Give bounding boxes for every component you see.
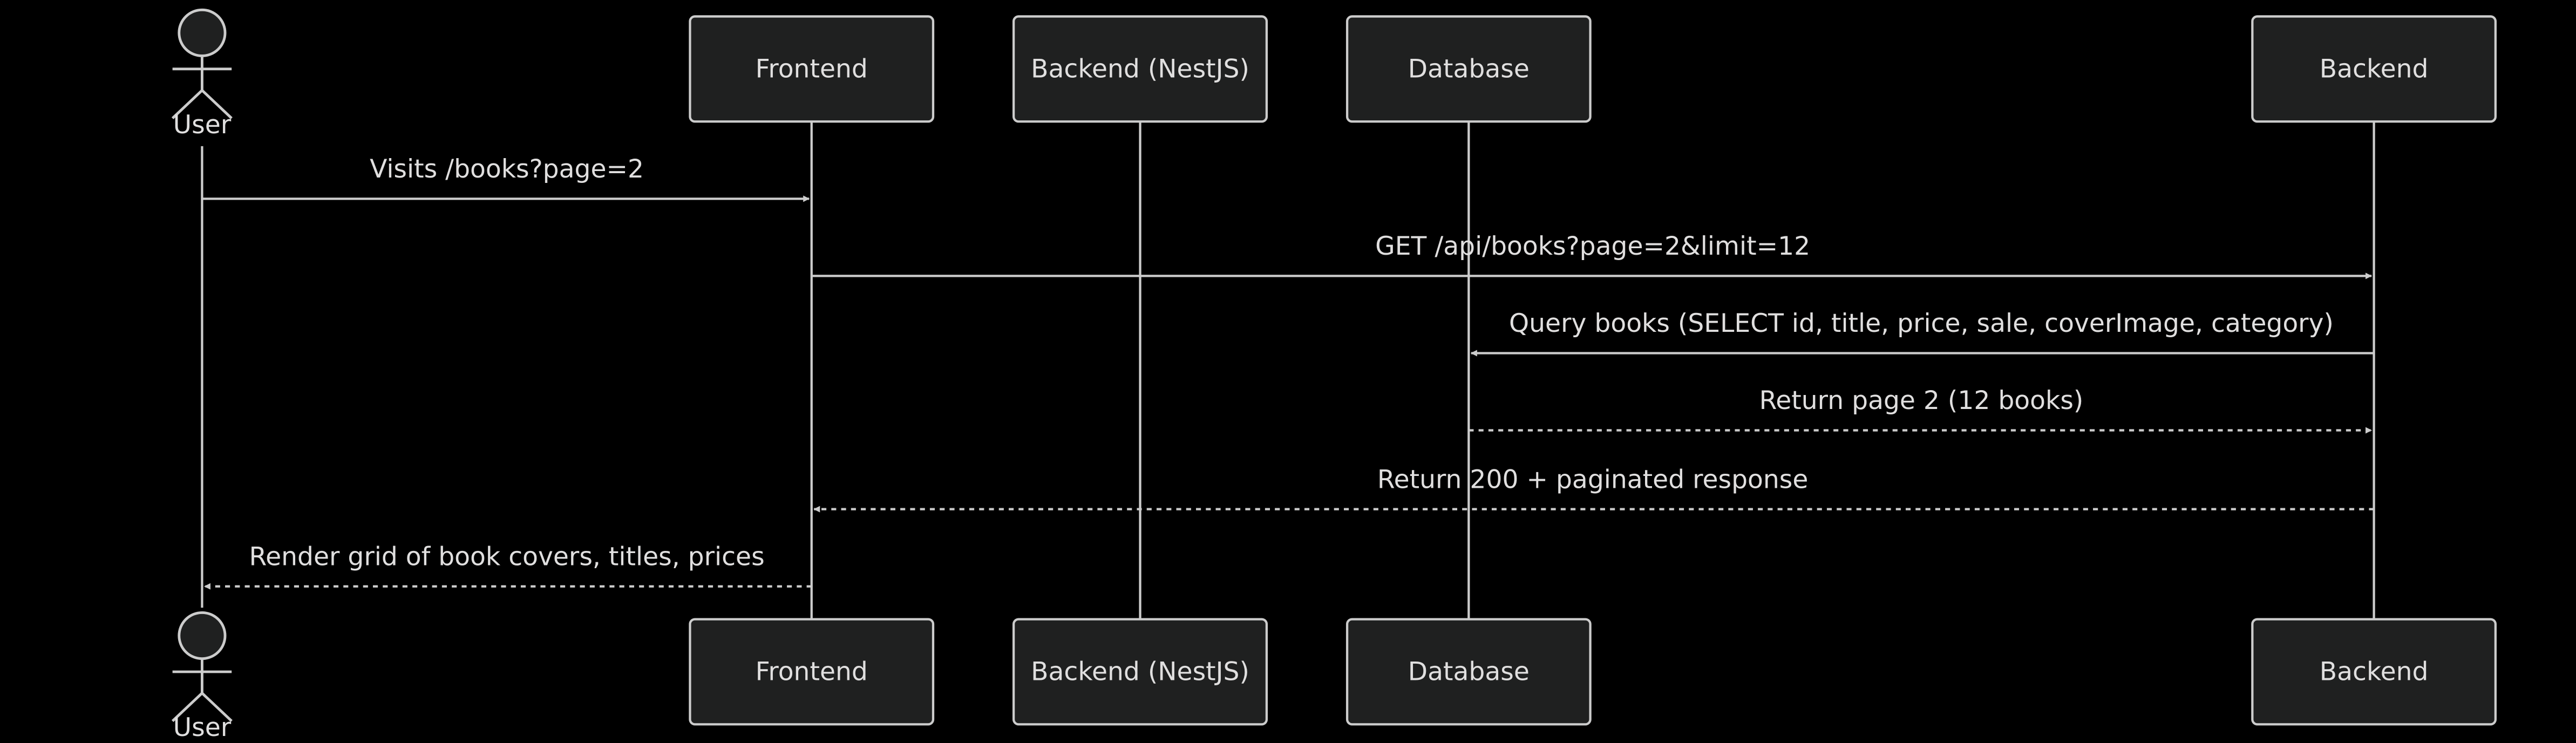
participant-label: Backend (NestJS) — [1031, 657, 1249, 686]
message-label: Return page 2 (12 books) — [1759, 386, 2084, 415]
message-label: Return 200 + paginated response — [1377, 465, 1809, 494]
actor-head — [178, 611, 227, 660]
message-label: Query books (SELECT id, title, price, sa… — [1509, 309, 2334, 338]
actor-user-bottom: User — [171, 611, 233, 742]
participant-frontend-top: Frontend — [689, 15, 935, 123]
participant-backend-top: Backend — [2251, 15, 2497, 123]
actor-head — [178, 8, 227, 57]
actor-user-top: User — [171, 8, 233, 140]
message-1: Visits /books?page=2 — [202, 154, 810, 202]
participant-database-bottom: Database — [1345, 618, 1592, 726]
participant-backend-nestjs-top: Backend (NestJS) — [1012, 15, 1268, 123]
message-3: Query books (SELECT id, title, price, sa… — [1470, 309, 2374, 357]
message-4: Return page 2 (12 books) — [1469, 386, 2373, 434]
participant-box — [689, 15, 935, 123]
actor-label: User — [173, 110, 232, 140]
message-label: GET /api/books?page=2&limit=12 — [1375, 231, 1810, 261]
actor-right-leg — [201, 89, 233, 119]
participant-database-top: Database — [1345, 15, 1592, 123]
participant-label: Backend — [2320, 657, 2429, 686]
actor-label: User — [173, 713, 232, 742]
actor-right-leg — [201, 692, 233, 722]
participant-label: Frontend — [756, 54, 868, 84]
message-5: Return 200 + paginated response — [813, 465, 2374, 513]
actor-left-leg — [171, 692, 203, 722]
participant-label: Backend — [2320, 54, 2429, 84]
participant-box — [2251, 15, 2497, 123]
participant-box — [1345, 618, 1592, 726]
participant-label: Database — [1408, 54, 1530, 84]
message-label: Render grid of book covers, titles, pric… — [249, 542, 764, 571]
participant-backend-nestjs-bottom: Backend (NestJS) — [1012, 618, 1268, 726]
participant-box — [2251, 618, 2497, 726]
participant-box — [1012, 618, 1268, 726]
participant-backend-bottom: Backend — [2251, 618, 2497, 726]
message-6: Render grid of book covers, titles, pric… — [203, 542, 812, 590]
message-label: Visits /books?page=2 — [370, 154, 644, 184]
participant-label: Frontend — [756, 657, 868, 686]
participant-frontend-bottom: Frontend — [689, 618, 935, 726]
actor-left-leg — [171, 89, 203, 119]
participant-box — [1012, 15, 1268, 123]
participant-box — [1345, 15, 1592, 123]
participant-label: Database — [1408, 657, 1530, 686]
participant-label: Backend (NestJS) — [1031, 54, 1249, 84]
participant-box — [689, 618, 935, 726]
message-2: GET /api/books?page=2&limit=12 — [811, 231, 2373, 280]
